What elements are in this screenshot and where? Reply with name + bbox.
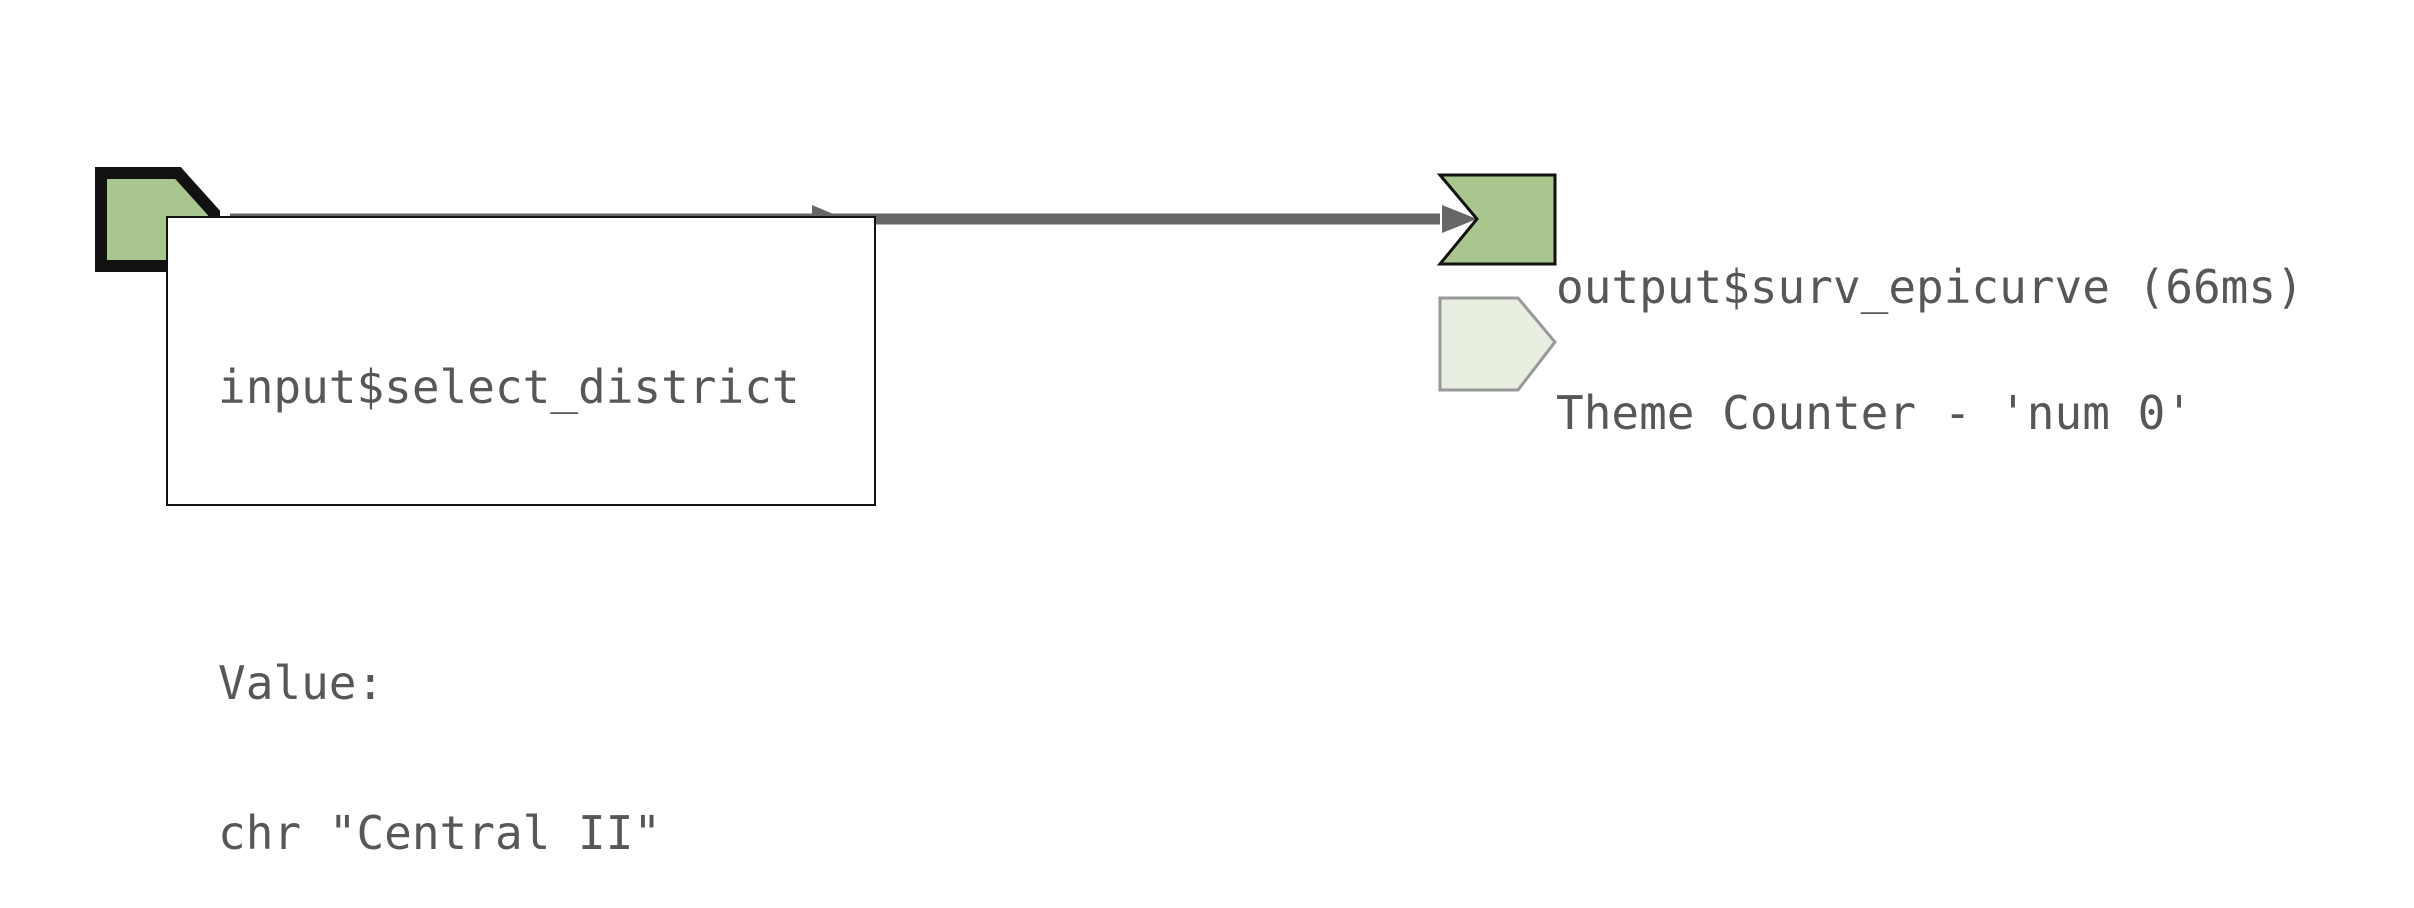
tooltip-value-label: Value: — [218, 656, 385, 710]
output-node-label: output$surv_epicurve (66ms) — [1556, 260, 2304, 314]
tooltip-title: input$select_district — [218, 360, 800, 414]
observer-node-label: Theme Counter - 'num 0' — [1556, 386, 2193, 440]
tooltip-value: chr "Central II" — [218, 806, 662, 860]
edge-arrowhead — [1442, 205, 1477, 233]
node-tooltip: input$select_district Value: chr "Centra… — [166, 216, 876, 858]
observer-node[interactable] — [1438, 296, 1557, 392]
output-node[interactable] — [1436, 173, 1557, 266]
